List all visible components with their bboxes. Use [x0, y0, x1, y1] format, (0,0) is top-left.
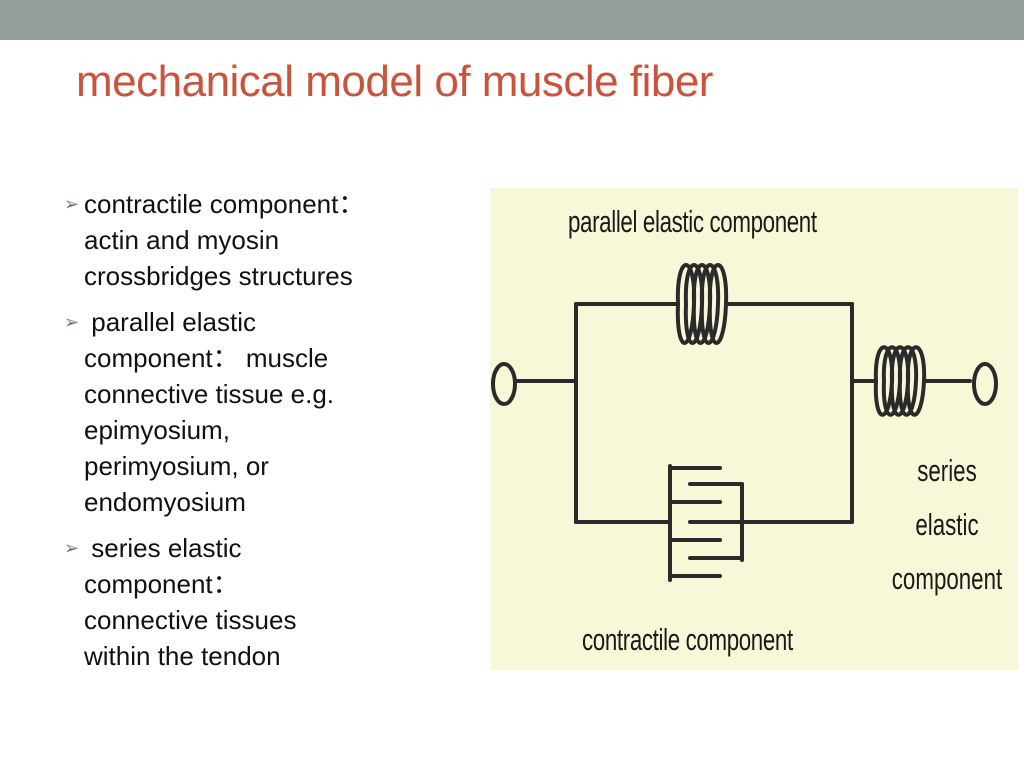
label-series-line1: series — [917, 453, 977, 488]
label-parallel-elastic: parallel elastic component — [568, 204, 817, 239]
bullet-text: parallel elastic component： muscle conne… — [84, 307, 335, 517]
top-band — [0, 0, 1024, 40]
left-terminal — [491, 362, 517, 406]
arrow-bullet-icon: ➢ — [64, 194, 80, 214]
slide-title: mechanical model of muscle fiber — [76, 57, 713, 106]
label-series-line2: elastic — [915, 507, 979, 542]
arrow-bullet-icon: ➢ — [64, 538, 80, 558]
label-contractile: contractile component — [582, 622, 793, 657]
bullet-list: ➢ contractile component： actin and myosi… — [64, 186, 464, 684]
bullet-parallel: ➢ parallel elastic component： muscle con… — [64, 304, 464, 520]
right-terminal — [972, 362, 998, 406]
bullet-text: contractile component： actin and myosin … — [84, 189, 365, 291]
diagram-drawing — [491, 263, 998, 582]
label-series-line3: component — [891, 561, 1003, 596]
label-series-elastic: series elastic component — [886, 444, 1008, 606]
bullet-contractile: ➢ contractile component： actin and myosi… — [64, 186, 464, 294]
muscle-model-diagram: parallel elastic component series elasti… — [490, 188, 1018, 670]
bullet-series: ➢ series elastic component： connective t… — [64, 530, 464, 674]
series-spring — [873, 345, 927, 417]
arrow-bullet-icon: ➢ — [64, 312, 80, 332]
bullet-text: series elastic component： connective tis… — [84, 533, 297, 671]
parallel-spring — [675, 263, 729, 345]
